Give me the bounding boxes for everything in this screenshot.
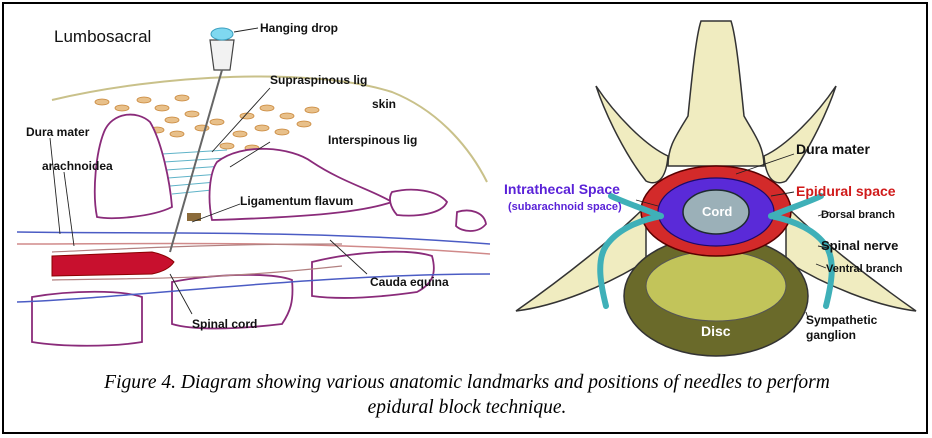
label-cord: Cord	[702, 204, 732, 219]
spinous-process-lower	[210, 149, 392, 220]
lamina-right-2	[456, 211, 486, 232]
label-subarachnoid: (subarachnoid space)	[508, 201, 622, 213]
figure-frame: Lumbosacral Hanging drop Supraspinous li…	[2, 2, 928, 434]
label-spinal-nerve: Spinal nerve	[821, 238, 898, 253]
disc-nucleus	[646, 251, 786, 321]
lamina-left	[596, 86, 668, 183]
lumbosacral-diagram: Lumbosacral Hanging drop Supraspinous li…	[12, 12, 492, 357]
label-cauda-equina: Cauda equina	[370, 275, 449, 289]
label-sympathetic-1: Sympathetic	[806, 313, 878, 327]
label-dura-mater: Dura mater	[796, 141, 870, 157]
figure-caption: Figure 4. Diagram showing various anatom…	[14, 370, 920, 420]
spinous-process	[668, 21, 764, 166]
label-supraspinous: Supraspinous lig	[270, 73, 367, 87]
caption-line-1: Figure 4. Diagram showing various anatom…	[14, 370, 920, 395]
label-dorsal-branch: Dorsal branch	[821, 209, 895, 221]
label-hanging-drop: Hanging drop	[260, 21, 338, 35]
label-spinal-cord: Spinal cord	[192, 317, 257, 331]
label-intrathecal: Intrathecal Space	[504, 181, 620, 197]
label-skin: skin	[372, 97, 396, 111]
lamina-right-1	[390, 190, 447, 216]
label-epidural: Epidural space	[796, 183, 896, 199]
label-arachnoidea: arachnoidea	[42, 159, 113, 173]
label-disc: Disc	[701, 323, 731, 339]
hanging-drop	[211, 28, 233, 40]
dura-line	[17, 232, 490, 244]
label-interspinous: Interspinous lig	[328, 133, 417, 147]
label-sympathetic-2: ganglion	[806, 328, 856, 342]
lamina-right	[764, 86, 836, 183]
label-ligamentum-flavum: Ligamentum flavum	[240, 194, 353, 208]
label-ventral-branch: Ventral branch	[826, 263, 903, 275]
title-lumbosacral: Lumbosacral	[54, 27, 151, 46]
caption-line-2: epidural block technique.	[14, 395, 920, 420]
cross-section-diagram: Dura mater Intrathecal Space (subarachno…	[496, 6, 926, 358]
label-dura-mater: Dura mater	[26, 125, 90, 139]
spinal-cord	[52, 252, 174, 276]
